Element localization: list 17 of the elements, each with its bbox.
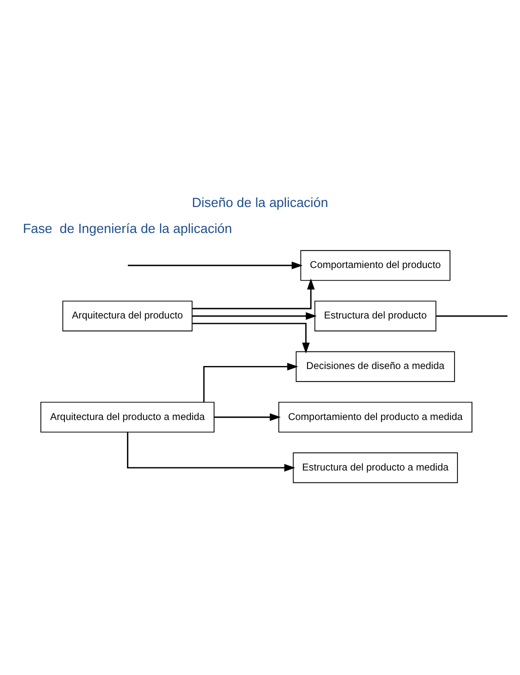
arrow <box>192 278 315 309</box>
arrow <box>214 412 281 421</box>
arrow <box>128 261 303 269</box>
arrow <box>126 432 296 472</box>
label: Fase de Ingeniería de la aplicación <box>22 220 232 236</box>
connector <box>436 314 508 316</box>
node-box: Estructura del producto a medida <box>292 452 458 483</box>
node-box: Arquitectura del producto a medida <box>40 401 215 432</box>
arrow <box>192 322 310 354</box>
node-box: Arquitectura del producto <box>62 300 193 331</box>
arrow <box>203 362 298 402</box>
node-box: Estructura del producto <box>314 300 436 331</box>
node-box: Comportamiento del producto <box>300 250 450 280</box>
arrow <box>192 312 317 320</box>
node-box: Comportamiento del producto a medida <box>278 401 472 432</box>
node-box: Decisiones de diseño a medida <box>296 350 455 382</box>
diagram-title: Diseño de la aplicación <box>192 194 328 210</box>
